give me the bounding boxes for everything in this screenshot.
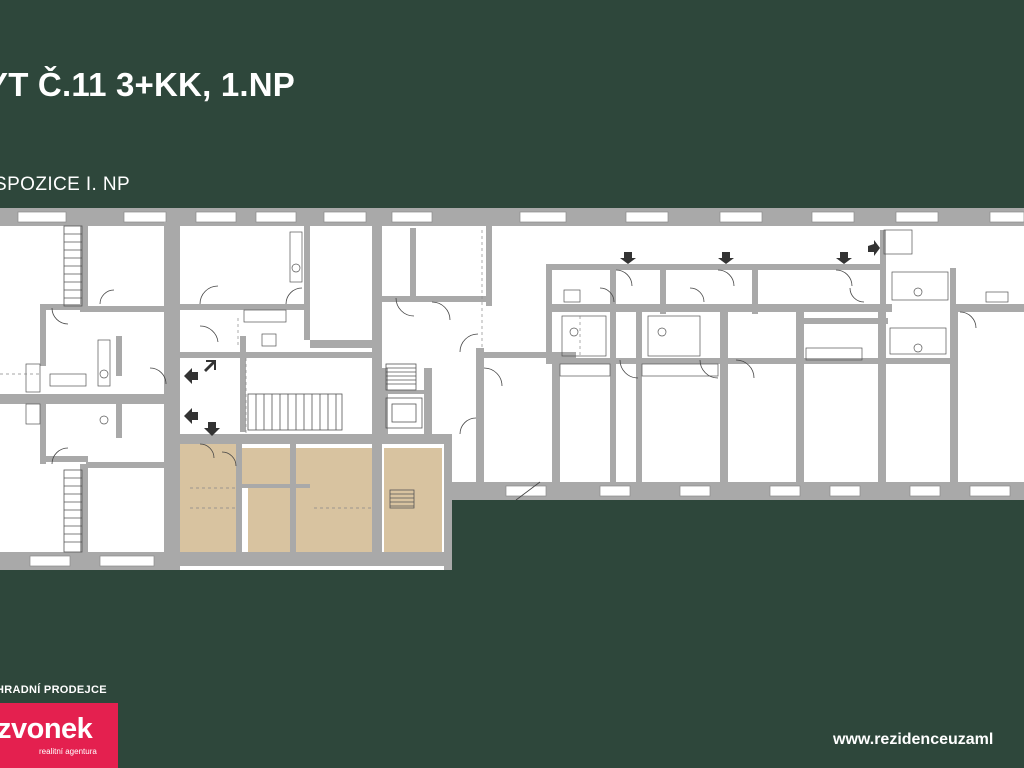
interior-walls xyxy=(0,222,1024,560)
fixtures xyxy=(25,229,1009,425)
logo-tagline: realitní agentura xyxy=(39,747,97,756)
arrows xyxy=(184,240,880,436)
page-subtitle: SPOZICE I. NP xyxy=(0,174,131,195)
agency-logo[interactable]: zvonek realitní agentura xyxy=(0,703,118,768)
logo-name: zvonek xyxy=(0,713,93,745)
page-title: YT Č.11 3+KK, 1.NP xyxy=(0,66,295,103)
dashed-lines xyxy=(0,230,581,509)
windows xyxy=(17,211,1024,567)
website-link[interactable]: www.rezidenceuzaml xyxy=(833,731,994,748)
highlighted-unit xyxy=(180,442,442,564)
stairs xyxy=(63,225,423,553)
doors xyxy=(51,269,977,501)
floor-plan xyxy=(0,208,1024,570)
exclusive-seller-label: HRADNÍ PRODEJCE xyxy=(0,684,107,696)
